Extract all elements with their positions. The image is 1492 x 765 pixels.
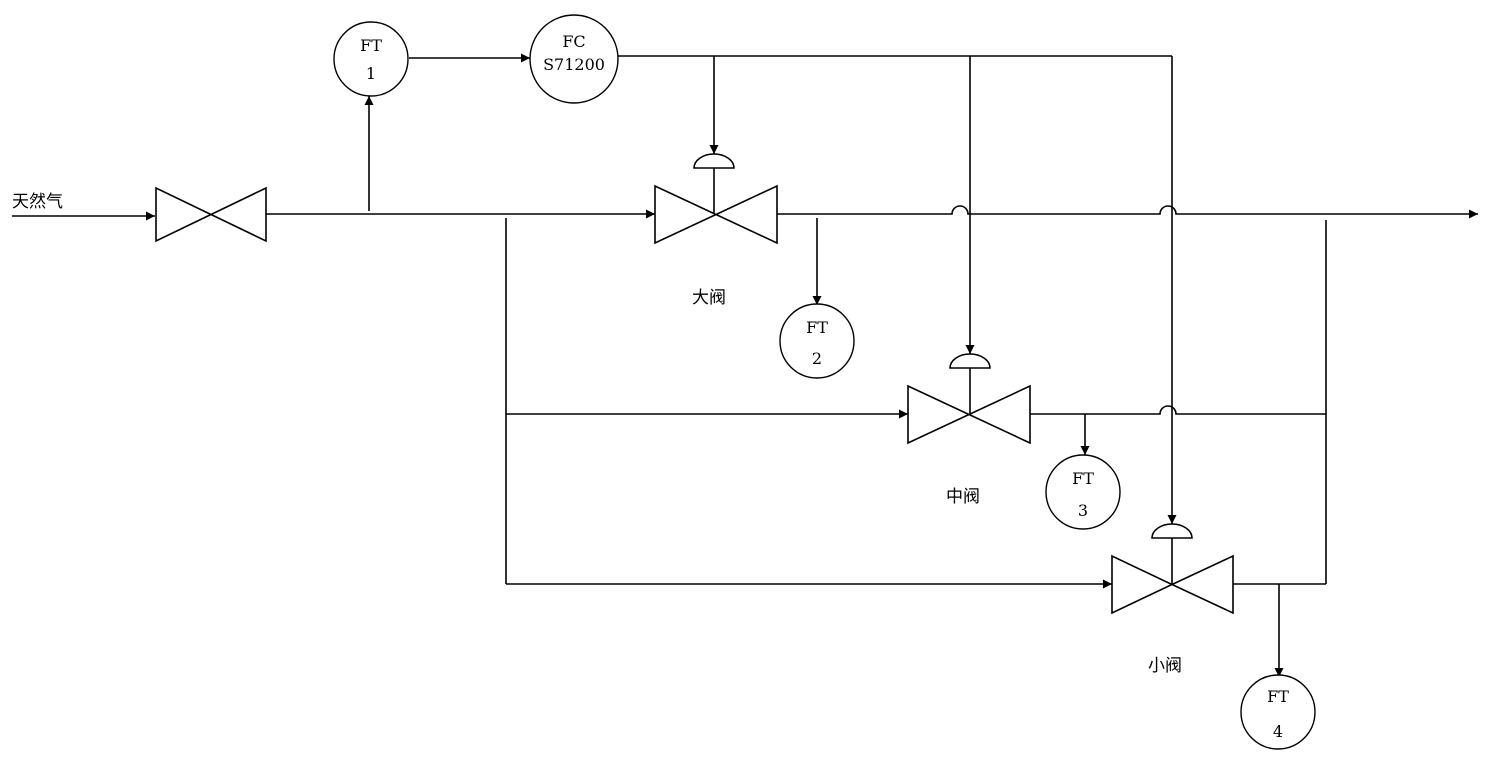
ft2-number: 2 [812,349,822,368]
ft3-flow-transmitter[interactable]: FT 3 [1045,454,1121,530]
ft3-tag: FT [1072,469,1094,488]
medium-control-valve[interactable] [907,353,1031,445]
ft4-tag: FT [1267,687,1289,706]
fc-number: S71200 [543,55,605,74]
ft3-number: 3 [1078,501,1088,520]
medium-valve-label: 中阀 [946,487,980,507]
medium-outlet-line [1030,405,1326,415]
small-valve-label: 小阀 [1148,656,1182,676]
small-control-valve[interactable] [1111,523,1234,615]
natural-gas-inlet-label: 天然气 [12,192,63,212]
ft2-flow-transmitter[interactable]: FT 2 [779,303,855,379]
large-control-valve[interactable] [654,153,778,245]
fc-flow-controller[interactable]: FC S71200 [529,14,619,104]
ft1-tag: FT [360,36,382,55]
ft1-number: 1 [366,64,376,83]
fc-tag: FC [562,32,585,51]
ft4-number: 4 [1273,722,1283,741]
outlet-line [777,205,1478,219]
ft4-flow-transmitter[interactable]: FT 4 [1240,674,1316,750]
ft1-flow-transmitter[interactable]: FT 1 [333,21,409,97]
large-valve-label: 大阀 [692,288,726,308]
inlet-manual-valve[interactable] [155,186,267,243]
ft2-tag: FT [806,318,828,337]
